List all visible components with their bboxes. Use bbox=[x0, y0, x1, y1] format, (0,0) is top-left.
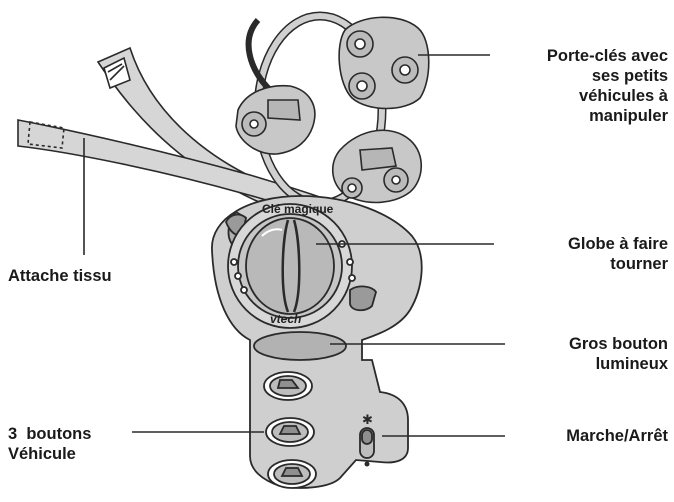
callout-fabric-strap: Attache tissu bbox=[8, 266, 112, 286]
callout-keyring-line-2: ses petits bbox=[547, 66, 668, 86]
callout-big-button-line-1: Gros bouton bbox=[569, 334, 668, 354]
dial-title: Clé magique bbox=[262, 202, 334, 216]
callout-vehicle-buttons-line-2: Véhicule bbox=[8, 444, 91, 464]
keyring-vehicle-bottom bbox=[333, 130, 422, 202]
callout-power-switch: Marche/Arrêt bbox=[566, 426, 668, 446]
callout-globe: Globe à faire tourner bbox=[568, 234, 668, 274]
callout-big-button-line-2: lumineux bbox=[569, 354, 668, 374]
vehicle-button-2[interactable] bbox=[266, 418, 314, 446]
sun-icon: ✱ bbox=[362, 413, 373, 428]
callout-keyring-line-1: Porte-clés avec bbox=[547, 46, 668, 66]
vehicle-button-3[interactable] bbox=[268, 460, 316, 488]
keyring-vehicle-top bbox=[339, 17, 429, 108]
callout-power-switch-line-1: Marche/Arrêt bbox=[566, 426, 668, 446]
toy-body: ✱ bbox=[212, 196, 422, 488]
callout-vehicle-buttons-line-1: 3 boutons bbox=[8, 424, 91, 444]
off-dot-icon bbox=[365, 462, 370, 467]
callout-big-button: Gros bouton lumineux bbox=[569, 334, 668, 374]
keyring-vehicle-left bbox=[236, 86, 315, 154]
callout-globe-line-1: Globe à faire bbox=[568, 234, 668, 254]
callout-keyring-line-3: véhicules à bbox=[547, 86, 668, 106]
callout-vehicle-buttons: 3 boutons Véhicule bbox=[8, 424, 91, 464]
keyring-illustration bbox=[236, 16, 429, 204]
vehicle-button-1[interactable] bbox=[264, 372, 312, 400]
callout-keyring-line-4: manipuler bbox=[547, 106, 668, 126]
callout-keyring: Porte-clés avec ses petits véhicules à m… bbox=[547, 46, 668, 126]
callout-globe-line-2: tourner bbox=[568, 254, 668, 274]
power-switch[interactable] bbox=[360, 428, 374, 458]
big-light-button[interactable] bbox=[254, 332, 346, 360]
brand-logo: vtech bbox=[270, 312, 301, 326]
callout-fabric-strap-line-1: Attache tissu bbox=[8, 266, 112, 286]
